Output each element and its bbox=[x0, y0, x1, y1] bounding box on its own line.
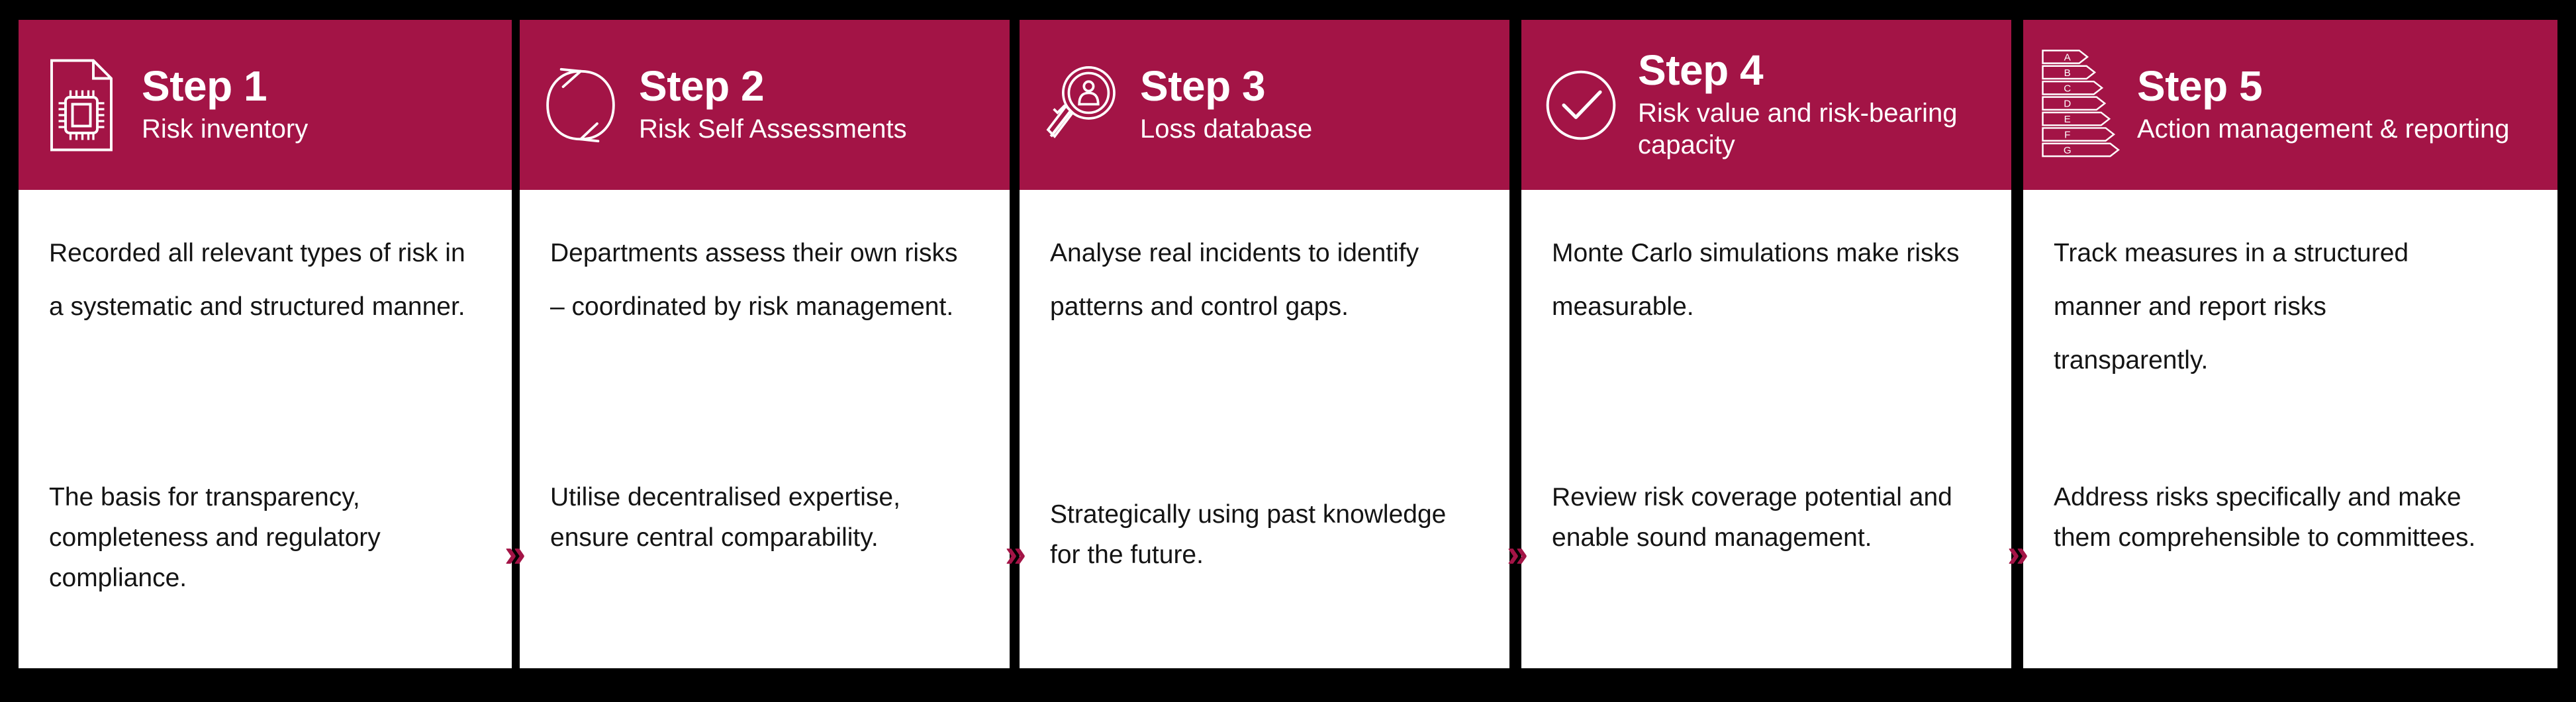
energy-rating-icon: A B C D E F G bbox=[2038, 48, 2123, 162]
step-card-3-body: Analyse real incidents to identify patte… bbox=[1020, 190, 1509, 668]
step-paragraph-top: Track measures in a structured manner an… bbox=[2054, 239, 2409, 374]
step-subtitle: Risk inventory bbox=[142, 114, 309, 144]
step-card-1[interactable]: Step 1 Risk inventory Recorded all relev… bbox=[19, 20, 512, 668]
step-paragraph-bottom: Address risks specifically and make them… bbox=[2054, 483, 2476, 552]
step-title: Step 1 bbox=[142, 62, 267, 110]
document-microchip-icon bbox=[38, 56, 124, 155]
step-subtitle: Risk Self Assessments bbox=[639, 114, 907, 144]
svg-text:G: G bbox=[2064, 145, 2072, 156]
circle-check-icon bbox=[1539, 65, 1623, 146]
svg-text:C: C bbox=[2064, 83, 2071, 94]
step-card-5[interactable]: A B C D E F G bbox=[2023, 20, 2557, 668]
svg-text:F: F bbox=[2064, 129, 2070, 140]
svg-text:B: B bbox=[2064, 67, 2071, 78]
step-title: Step 2 bbox=[639, 62, 765, 110]
step-subtitle: Action management & reporting bbox=[2137, 114, 2510, 144]
step-separator-chevron-1: » bbox=[504, 532, 526, 575]
step-card-3[interactable]: Step 3 Loss database Analyse real incide… bbox=[1020, 20, 1509, 668]
step-card-2-body: Departments assess their own risks – coo… bbox=[520, 190, 1010, 668]
cycle-arrows-icon bbox=[537, 62, 624, 149]
step-separator-chevron-4: » bbox=[2007, 532, 2028, 575]
step-card-4-header: Step 4 Risk value and risk-bearing capac… bbox=[1521, 20, 2011, 190]
step-title: Step 3 bbox=[1140, 62, 1266, 110]
step-separator-chevron-3: » bbox=[1507, 532, 1528, 575]
step-card-2-header: Step 2 Risk Self Assessments bbox=[520, 20, 1010, 190]
step-subtitle: Risk value and risk-bearing capacity bbox=[1638, 99, 1958, 159]
magnifier-person-icon bbox=[1038, 62, 1124, 148]
svg-text:E: E bbox=[2064, 114, 2071, 125]
step-paragraph-top: Monte Carlo simulations make risks measu… bbox=[1552, 239, 1960, 321]
step-title: Step 4 bbox=[1638, 46, 1764, 95]
step-title: Step 5 bbox=[2137, 62, 2263, 110]
step-paragraph-bottom: Strategically using past knowledge for t… bbox=[1050, 500, 1447, 569]
step-subtitle: Loss database bbox=[1140, 114, 1313, 144]
step-paragraph-bottom: The basis for transparency, completeness… bbox=[49, 483, 381, 592]
step-paragraph-top: Analyse real incidents to identify patte… bbox=[1050, 239, 1419, 321]
step-paragraph-top: Departments assess their own risks – coo… bbox=[550, 239, 958, 321]
step-card-1-body: Recorded all relevant types of risk in a… bbox=[19, 190, 512, 668]
step-card-1-header: Step 1 Risk inventory bbox=[19, 20, 512, 190]
step-paragraph-bottom: Review risk coverage potential and enabl… bbox=[1552, 483, 1952, 552]
step-separator-chevron-2: » bbox=[1005, 532, 1026, 575]
step-card-4-body: Monte Carlo simulations make risks measu… bbox=[1521, 190, 2011, 668]
svg-text:A: A bbox=[2064, 52, 2072, 63]
step-card-3-header: Step 3 Loss database bbox=[1020, 20, 1509, 190]
step-paragraph-top: Recorded all relevant types of risk in a… bbox=[49, 239, 465, 321]
step-paragraph-bottom: Utilise decentralised expertise, ensure … bbox=[550, 483, 900, 552]
step-card-5-header: A B C D E F G bbox=[2023, 20, 2557, 190]
svg-text:D: D bbox=[2064, 98, 2071, 109]
step-card-5-body: Track measures in a structured manner an… bbox=[2023, 190, 2557, 668]
step-card-2[interactable]: Step 2 Risk Self Assessments Departments… bbox=[520, 20, 1010, 668]
step-card-4[interactable]: Step 4 Risk value and risk-bearing capac… bbox=[1521, 20, 2011, 668]
